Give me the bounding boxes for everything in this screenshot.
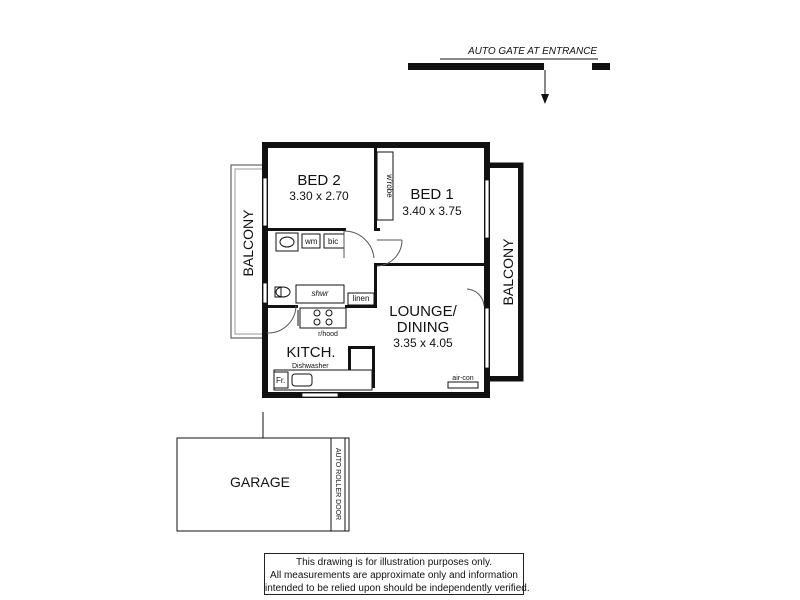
balcony-left-label: BALCONY (240, 209, 256, 277)
roller-door-label: AUTO ROLLER DOOR (334, 448, 341, 520)
auto-gate-label: AUTO GATE AT ENTRANCE (467, 46, 597, 57)
disclaimer-line-3: intended to be relied upon should be ind… (265, 583, 530, 594)
bathroom (266, 230, 485, 334)
bed1-name: BED 1 (410, 186, 453, 203)
balcony-right: BALCONY (488, 162, 524, 382)
garage-label: GARAGE (230, 474, 290, 490)
kitchen-name: KITCH. (286, 344, 335, 361)
entrance-marker: AUTO GATE AT ENTRANCE (408, 46, 610, 104)
balcony-right-label: BALCONY (500, 238, 516, 306)
aircon-label: air-con (452, 375, 474, 382)
rhood-label: r/hood (318, 331, 338, 338)
wardrobe: w'robe (376, 151, 394, 221)
kitchen-fixtures (273, 307, 373, 391)
fridge-label: Fr. (276, 376, 285, 385)
aircon-unit (447, 381, 479, 389)
disclaimer-line-1: This drawing is for illustration purpose… (295, 557, 492, 568)
wm-label: wm (304, 237, 318, 246)
balcony-left: BALCONY (230, 164, 262, 339)
lounge-size: 3.35 x 4.05 (393, 336, 453, 350)
bic-label: bic (328, 237, 338, 246)
bed2-size: 3.30 x 2.70 (289, 189, 349, 203)
lounge-name-line1: LOUNGE/ (389, 303, 457, 320)
interior-walls (268, 148, 484, 388)
lounge-name-line2: DINING (397, 319, 450, 336)
outer-walls (262, 142, 490, 398)
dishwasher-label: Dishwasher (292, 363, 329, 370)
disclaimer-box: This drawing is for illustration purpose… (264, 553, 530, 595)
bed2-name: BED 2 (297, 172, 340, 189)
linen-label: linen (353, 294, 370, 303)
garage: GARAGE AUTO ROLLER DOOR (176, 437, 350, 532)
shwr-label: shwr (312, 289, 329, 298)
bed1-size: 3.40 x 3.75 (402, 204, 462, 218)
disclaimer-line-2: All measurements are approximate only an… (270, 570, 518, 581)
svg-text:w'robe: w'robe (385, 173, 394, 198)
